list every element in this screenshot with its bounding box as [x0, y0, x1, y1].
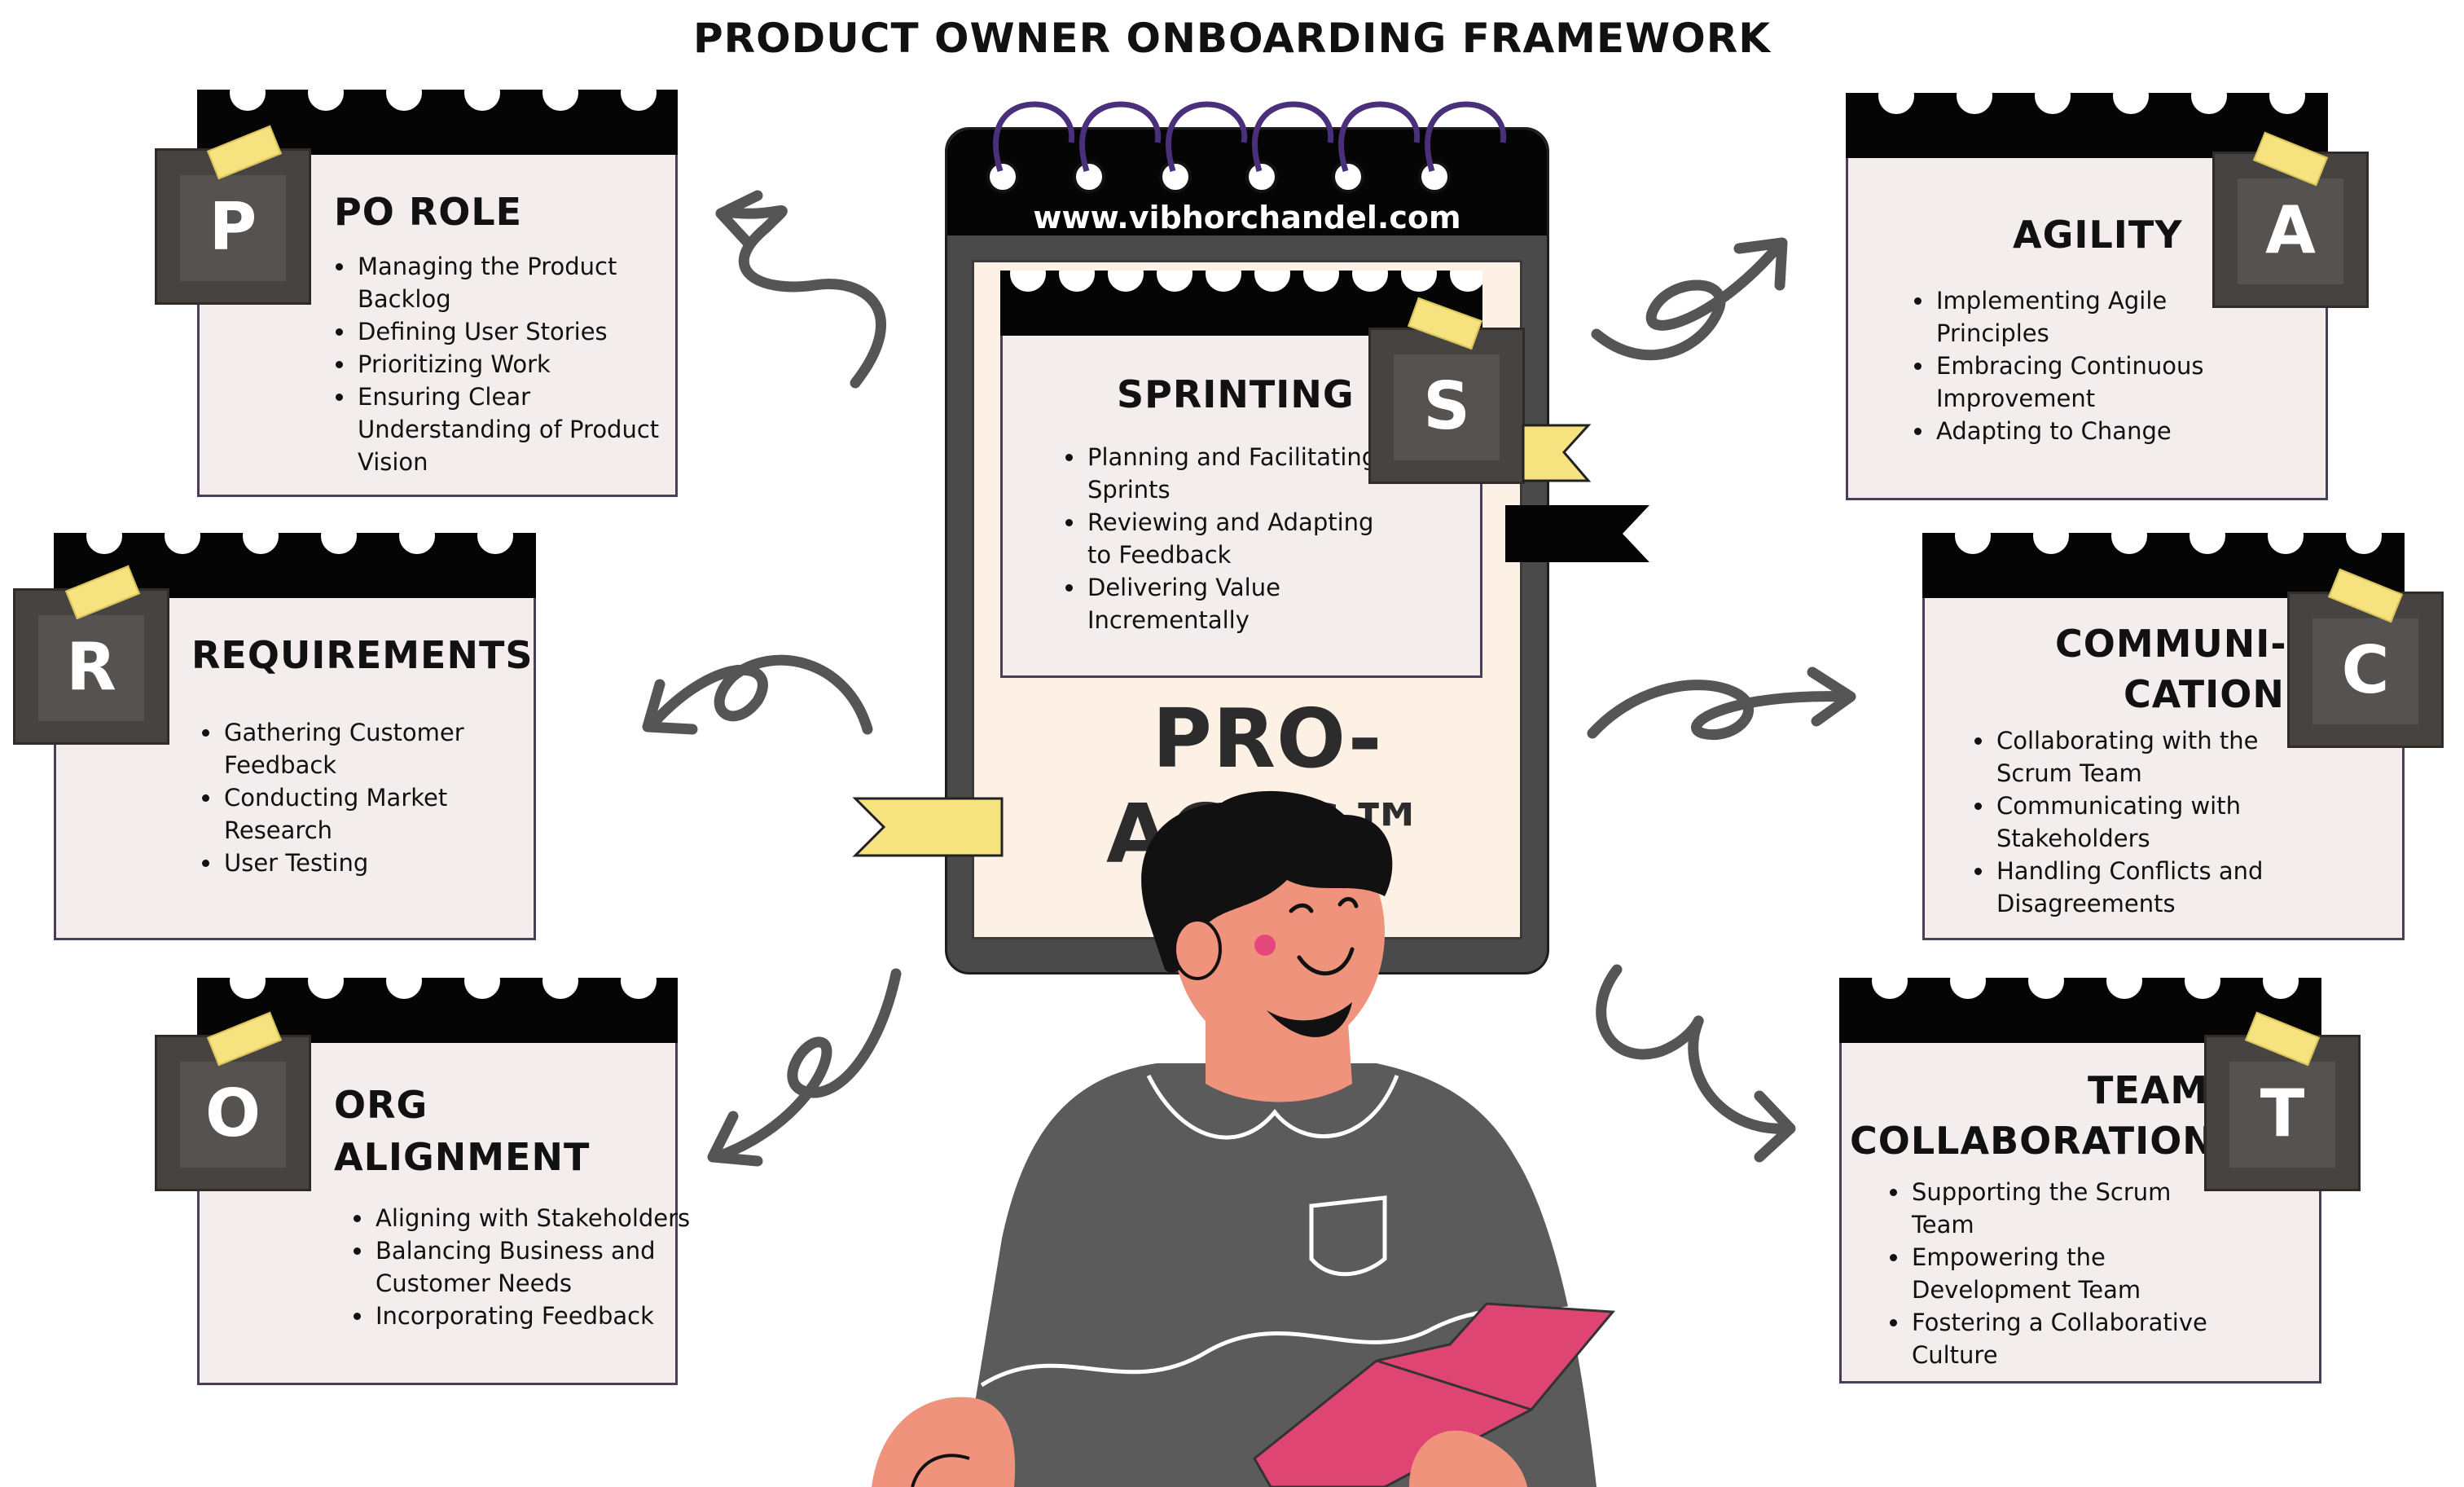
list-item: Planning and Facilitating Sprints [1086, 441, 1395, 506]
card-binder [1000, 271, 1482, 336]
list-item: Managing the Product Backlog [356, 250, 690, 315]
list-item: Prioritizing Work [356, 348, 690, 381]
card-bullet-list: Supporting the Scrum Team Empowering the… [1882, 1176, 2228, 1371]
card-title: AGILITY [2013, 213, 2183, 257]
ring-hole [1332, 161, 1364, 193]
arrow-to-agility-head [1733, 237, 1788, 291]
card-binder [1846, 93, 2328, 158]
letter-badge-a: A [2212, 152, 2369, 308]
arrow-to-po-role [719, 205, 886, 389]
card-title-line-1: TEAM [2088, 1068, 2209, 1112]
list-item: Communicating with Stakeholders [1995, 790, 2321, 855]
card-binder [1922, 533, 2405, 598]
arrow-to-po-role-head [715, 190, 763, 250]
list-item: Conducting Market Research [222, 781, 548, 847]
card-communication: COMMUNI- CATION Collaborating with the S… [1922, 533, 2405, 940]
card-agility: AGILITY Implementing Agile Principles Em… [1846, 93, 2328, 500]
arrow-to-team-collaboration-head [1754, 1090, 1796, 1163]
ribbon-yellow-right [1522, 424, 1592, 482]
card-title-line-1: ORG [334, 1083, 428, 1127]
list-item: Fostering a Collaborative Culture [1910, 1306, 2228, 1371]
list-item: Defining User Stories [356, 315, 690, 348]
card-title: SPRINTING [1117, 372, 1355, 416]
list-item: User Testing [222, 847, 548, 879]
letter-badge-t: T [2204, 1035, 2361, 1191]
page-title: PRODUCT OWNER ONBOARDING FRAMEWORK [693, 15, 1771, 62]
list-item: Balancing Business and Customer Needs [374, 1234, 700, 1300]
list-item: Collaborating with the Scrum Team [1995, 724, 2321, 790]
card-title: PO ROLE [334, 190, 523, 234]
card-bullet-list: Collaborating with the Scrum Team Commun… [1967, 724, 2321, 920]
card-bullet-list: Gathering Customer Feedback Conducting M… [195, 716, 548, 879]
list-item: Aligning with Stakeholders [374, 1202, 700, 1234]
arrow-to-agility [1591, 239, 1785, 361]
list-item: Ensuring Clear Understanding of Product … [356, 381, 690, 478]
card-binder [54, 533, 536, 598]
ring-hole [986, 161, 1019, 193]
ribbon-yellow-left [852, 797, 1004, 857]
card-binder [197, 978, 678, 1043]
list-item: Adapting to Change [1935, 415, 2252, 447]
list-item: Handling Conflicts and Disagreements [1995, 855, 2321, 920]
arrow-to-team-collaboration [1596, 964, 1794, 1134]
card-title-line-2: ALIGNMENT [334, 1135, 591, 1179]
card-bullet-list: Planning and Facilitating Sprints Review… [1058, 441, 1395, 636]
card-binder [197, 90, 678, 155]
list-item: Delivering Value Incrementally [1086, 571, 1395, 636]
arrow-to-communication [1587, 680, 1855, 740]
letter-badge-p: P [155, 148, 311, 305]
arrow-to-org-alignment-head [707, 1111, 763, 1167]
card-title-line-2: COLLABORATION [1850, 1119, 2215, 1163]
website-url: www.vibhorchandel.com [1033, 200, 1461, 235]
letter-badge-c: C [2287, 592, 2444, 748]
list-item: Gathering Customer Feedback [222, 716, 548, 781]
card-binder [1839, 978, 2321, 1043]
ribbon-black-right [1505, 505, 1649, 562]
ring-hole [1245, 161, 1278, 193]
arrow-to-org-alignment [711, 968, 902, 1163]
list-item: Implementing Agile Principles [1935, 284, 2252, 350]
ring-hole [1073, 161, 1105, 193]
arrow-to-communication-head [1807, 667, 1856, 727]
list-item: Incorporating Feedback [374, 1300, 700, 1332]
card-title-line-2: CATION [2124, 672, 2285, 716]
list-item: Reviewing and Adapting to Feedback [1086, 506, 1395, 571]
list-item: Supporting the Scrum Team [1910, 1176, 2228, 1241]
card-bullet-list: Implementing Agile Principles Embracing … [1907, 284, 2252, 447]
card-bullet-list: Managing the Product Backlog Defining Us… [328, 250, 690, 478]
ring-hole [1418, 161, 1451, 193]
card-bullet-list: Aligning with Stakeholders Balancing Bus… [346, 1202, 700, 1332]
arrow-to-requirements-head [642, 679, 698, 735]
list-item: Empowering the Development Team [1910, 1241, 2228, 1306]
arrow-to-requirements [646, 654, 873, 735]
ring-hole [1159, 161, 1192, 193]
list-item: Embracing Continuous Improvement [1935, 350, 2252, 415]
card-title-line-1: COMMUNI- [2055, 622, 2287, 666]
card-title: REQUIREMENTS [191, 633, 534, 677]
letter-badge-o: O [155, 1035, 311, 1191]
